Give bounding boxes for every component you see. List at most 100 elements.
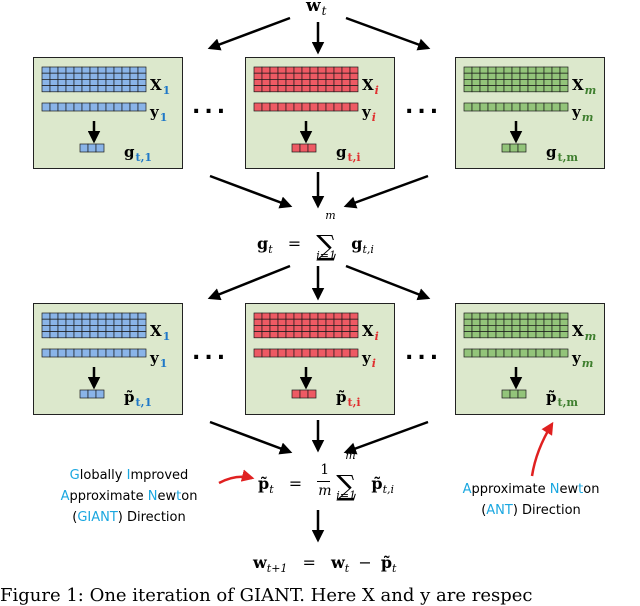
cell [269,85,279,93]
matrix-X-2 [463,66,569,93]
cell [137,79,147,86]
cell [309,102,319,112]
cell [519,66,529,74]
cell [341,102,351,112]
cell [511,102,521,112]
cell [121,102,131,112]
arrow-right-to-g [343,174,429,209]
cell [285,72,295,80]
cell [277,312,287,320]
cell [495,102,505,112]
cell [285,312,295,320]
cell [57,318,67,326]
cell [463,331,473,339]
cell [511,331,521,339]
cell [471,72,481,80]
cell [73,102,83,112]
cell [105,348,115,358]
cell [41,331,51,339]
cell [121,318,131,326]
cell [261,312,271,320]
cell [519,312,529,320]
cell [97,331,107,339]
cell [317,318,327,326]
cell [341,325,351,332]
cell [113,318,123,326]
cell [349,102,359,112]
cell [559,72,569,80]
cell [341,318,351,326]
cell [81,102,91,112]
cell [293,331,303,339]
cell [105,85,115,93]
cell [89,72,99,80]
label-y-0: y1 [150,103,168,124]
cell [81,312,91,320]
cell [487,318,497,326]
cell [503,85,513,93]
cell [495,72,505,80]
cell [293,102,303,112]
matrix-X-0 [41,66,147,93]
arrow-g-to-right [345,264,431,301]
label-X-2: Xm [572,76,597,97]
cell [341,79,351,86]
cell [543,325,553,332]
cell [349,331,359,339]
cell [113,348,123,358]
cell [105,325,115,332]
cell [349,66,359,74]
cell [293,79,303,86]
cell [87,389,97,399]
cell [471,85,481,93]
cell [269,102,279,112]
cell [325,79,335,86]
cell [471,325,481,332]
cell [501,389,511,399]
cell [285,85,295,93]
cell [307,143,317,153]
cell [503,312,513,320]
label-X-1: Xi [362,76,379,97]
vector-y-0 [41,102,147,112]
cell [301,85,311,93]
label-y-1: yi [362,349,376,370]
cell [519,79,529,86]
cell [333,325,343,332]
cell [341,72,351,80]
cell [519,318,529,326]
cell [49,325,59,332]
cell [277,348,287,358]
cell [341,85,351,93]
cell [253,325,263,332]
cell [137,348,147,358]
cell [97,85,107,93]
label-y-2: ym [572,103,594,124]
label-p-1: p̃t,i [336,388,361,409]
cell [301,325,311,332]
cell [261,72,271,80]
cell [79,143,89,153]
cell [41,66,51,74]
cell [511,79,521,86]
cell [535,325,545,332]
equation-g-sum: gt = ∑ m i=1 gt,i [257,209,374,262]
cell [269,331,279,339]
cell [105,331,115,339]
cell [559,318,569,326]
note-ant-direction: Approximate Newton(ANT) Direction [462,482,600,518]
cell [349,318,359,326]
cell [527,318,537,326]
cell [487,312,497,320]
cell [333,102,343,112]
cell [503,331,513,339]
cell [81,325,91,332]
cell [81,85,91,93]
cell [293,72,303,80]
cell [349,312,359,320]
cell [463,102,473,112]
cell [519,72,529,80]
cell [137,85,147,93]
cell [129,331,139,339]
cell [471,66,481,74]
